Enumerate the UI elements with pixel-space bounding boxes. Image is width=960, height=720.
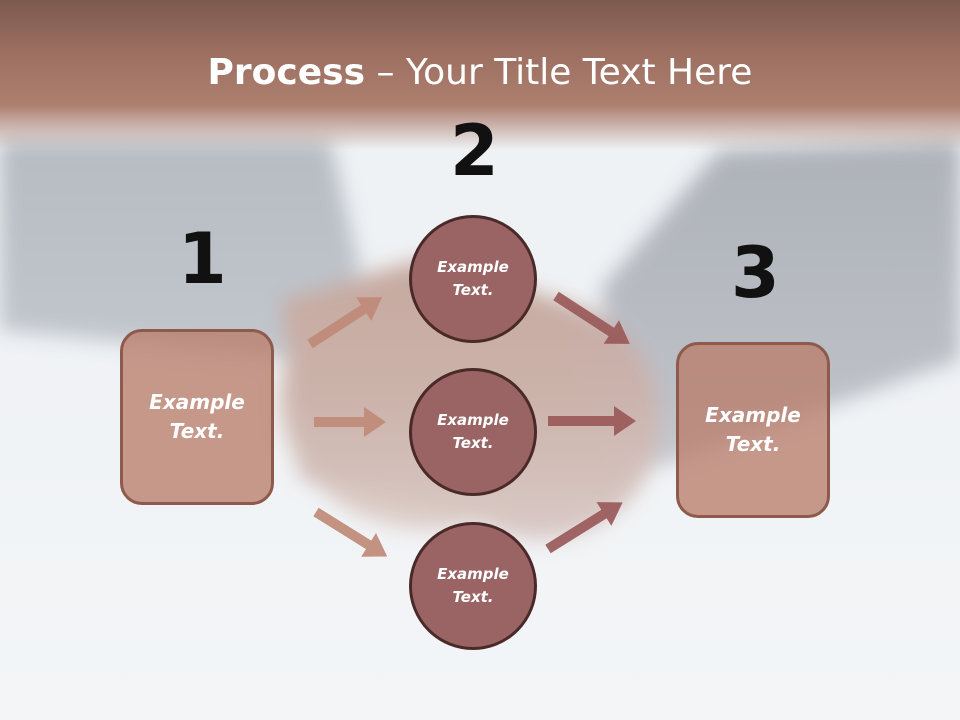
step-number-1: 1 — [178, 218, 227, 300]
title-band — [0, 0, 960, 150]
title-rest: – Your Title Text Here — [365, 52, 753, 93]
step-2-circle-bottom: Example Text. — [409, 522, 537, 650]
step-number-3: 3 — [731, 232, 780, 314]
slide-title: Process – Your Title Text Here — [0, 52, 960, 93]
step-2-circle-middle: Example Text. — [409, 368, 537, 496]
step-2-circle-top: Example Text. — [409, 215, 537, 343]
arrow-1-to-top — [307, 297, 383, 349]
step-1-box: Example Text. — [120, 329, 274, 505]
title-bold: Process — [207, 52, 366, 93]
step-3-box: Example Text. — [676, 342, 830, 518]
arrow-bottom-to-3 — [545, 502, 623, 554]
arrow-middle-to-3 — [548, 406, 636, 436]
arrow-1-to-bottom — [313, 507, 388, 557]
step-number-2: 2 — [450, 110, 499, 192]
arrow-1-to-middle — [314, 407, 386, 437]
arrow-top-to-3 — [553, 291, 630, 344]
